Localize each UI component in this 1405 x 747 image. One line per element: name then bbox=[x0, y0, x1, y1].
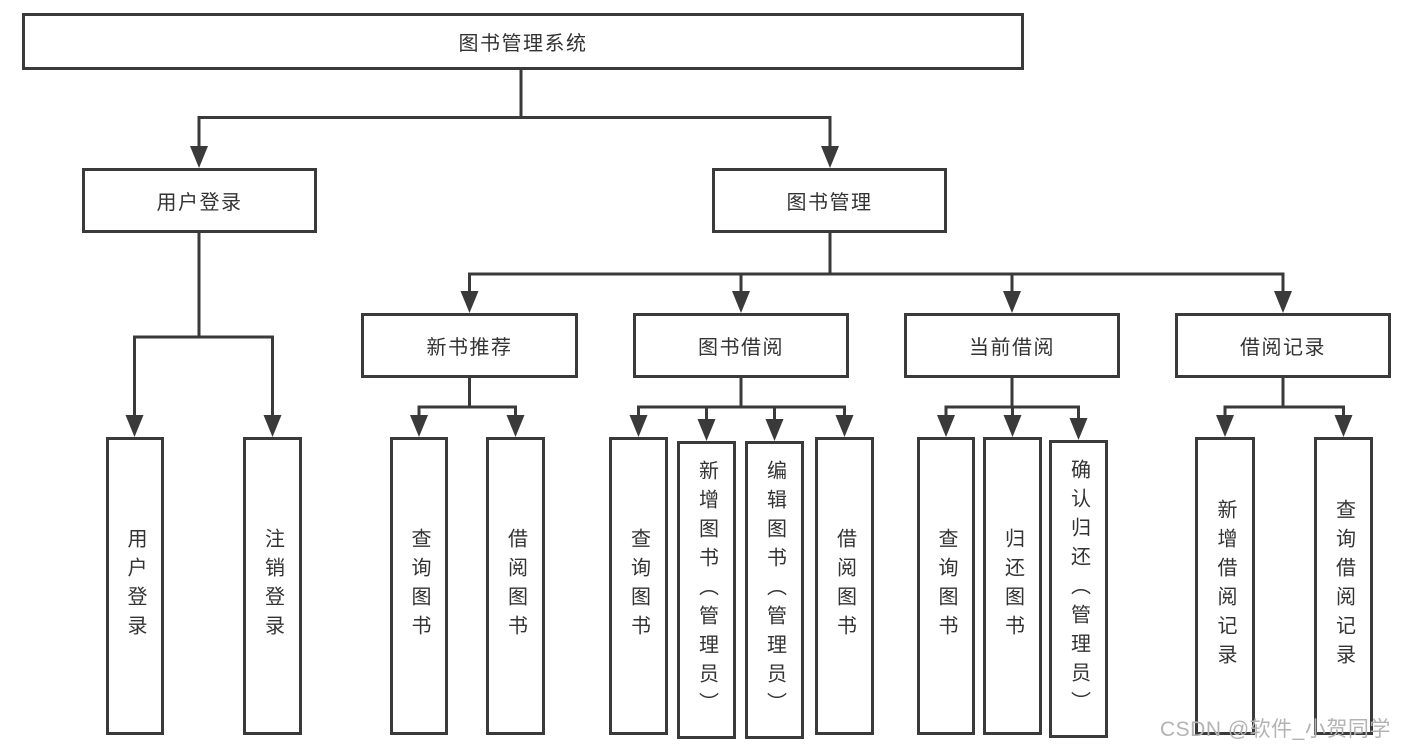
leaf-edit-book-admin: 编辑图书（管理员） bbox=[745, 441, 804, 739]
node-current-borrow: 当前借阅 bbox=[904, 313, 1120, 378]
leaf-query-books-current: 查询图书 bbox=[917, 437, 975, 735]
leaf-query-books-borrow-label: 查询图书 bbox=[627, 528, 650, 644]
node-new-book-recommend: 新书推荐 bbox=[361, 313, 578, 378]
leaf-borrow-book-label: 借阅图书 bbox=[833, 528, 856, 644]
leaf-return-book-label: 归还图书 bbox=[1001, 528, 1024, 644]
leaf-add-borrow-record-label: 新增借阅记录 bbox=[1214, 499, 1236, 673]
connector-user-login-to-children bbox=[125, 233, 282, 437]
leaf-add-book-admin-label: 新增图书（管理员） bbox=[695, 459, 718, 721]
leaf-confirm-return-admin-label: 确认归还（管理员） bbox=[1067, 458, 1090, 720]
leaf-user-login-label: 用户登录 bbox=[124, 528, 146, 644]
leaf-query-borrow-record-label: 查询借阅记录 bbox=[1332, 499, 1355, 673]
connector-root-to-level2 bbox=[190, 69, 839, 168]
node-book-borrow: 图书借阅 bbox=[633, 313, 849, 378]
node-user-login: 用户登录 bbox=[82, 168, 317, 233]
leaf-confirm-return-admin: 确认归还（管理员） bbox=[1049, 440, 1108, 738]
leaf-borrow-book: 借阅图书 bbox=[815, 437, 874, 735]
leaf-query-books-recommend: 查询图书 bbox=[390, 437, 448, 735]
node-root-library-system: 图书管理系统 bbox=[22, 13, 1024, 70]
leaf-logout: 注销登录 bbox=[243, 437, 302, 735]
node-borrow-record: 借阅记录 bbox=[1175, 313, 1391, 378]
csdn-watermark: CSDN @软件_小贺同学 bbox=[1160, 718, 1391, 741]
leaf-add-borrow-record: 新增借阅记录 bbox=[1195, 437, 1255, 735]
leaf-user-login: 用户登录 bbox=[106, 437, 164, 735]
node-book-management: 图书管理 bbox=[712, 168, 947, 233]
leaf-edit-book-admin-label: 编辑图书（管理员） bbox=[763, 459, 786, 721]
leaf-logout-label: 注销登录 bbox=[261, 528, 284, 644]
leaf-query-borrow-record: 查询借阅记录 bbox=[1314, 437, 1373, 735]
leaf-borrow-books-recommend: 借阅图书 bbox=[486, 437, 545, 735]
connector-current-borrow-to-children bbox=[937, 378, 1088, 440]
leaf-query-books-borrow: 查询图书 bbox=[609, 437, 668, 735]
connector-borrow-record-to-children bbox=[1216, 378, 1353, 437]
leaf-return-book: 归还图书 bbox=[983, 437, 1042, 735]
leaf-add-book-admin: 新增图书（管理员） bbox=[677, 441, 736, 739]
connector-new-book-to-children bbox=[410, 378, 525, 437]
connector-book-mgmt-to-level3 bbox=[460, 233, 1292, 313]
leaf-query-books-current-label: 查询图书 bbox=[935, 528, 957, 644]
leaf-borrow-books-recommend-label: 借阅图书 bbox=[504, 528, 527, 644]
leaf-query-books-recommend-label: 查询图书 bbox=[408, 528, 430, 644]
connector-book-borrow-to-children bbox=[629, 378, 854, 441]
